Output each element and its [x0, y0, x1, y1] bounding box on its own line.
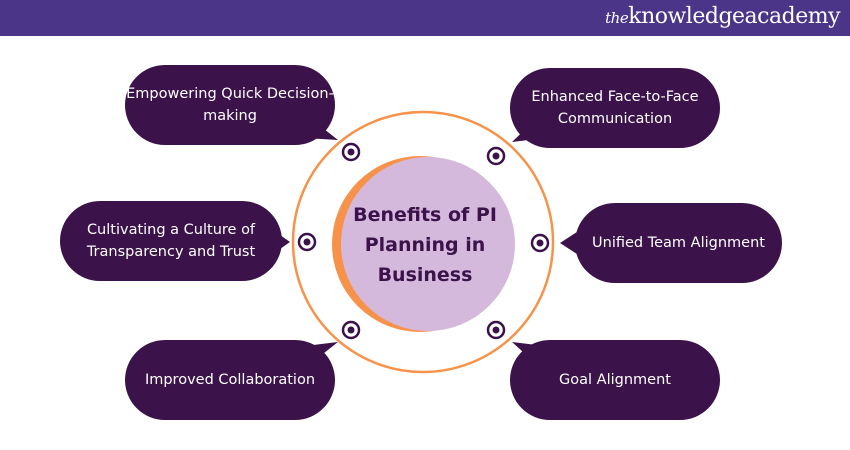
- node-icon: [486, 320, 506, 340]
- benefit-bubble: Unified Team Alignment: [575, 203, 782, 283]
- benefit-bubble: Improved Collaboration: [125, 340, 335, 420]
- node-icon: [530, 233, 550, 253]
- node-icon: [297, 232, 317, 252]
- brand-logo: theknowledgeacademy: [605, 4, 840, 29]
- benefit-bubble: Goal Alignment: [510, 340, 720, 420]
- brand-name: knowledgeacademy: [628, 4, 840, 29]
- connector-nodes: [297, 142, 550, 340]
- benefit-bubble: Enhanced Face-to-Face Communication: [510, 68, 720, 148]
- node-icon: [341, 320, 361, 340]
- brand-prefix: the: [605, 9, 629, 27]
- benefit-bubble: Empowering Quick Decision-making: [125, 65, 335, 145]
- node-icon: [341, 142, 361, 162]
- orbit-ring: [291, 110, 555, 374]
- benefit-bubble: Cultivating a Culture of Transparency an…: [60, 201, 282, 281]
- node-icon: [486, 146, 506, 166]
- center-circle: [341, 157, 515, 331]
- header-bar: theknowledgeacademy: [0, 0, 850, 36]
- center-title: Benefits of PI Planning in Business: [353, 204, 497, 286]
